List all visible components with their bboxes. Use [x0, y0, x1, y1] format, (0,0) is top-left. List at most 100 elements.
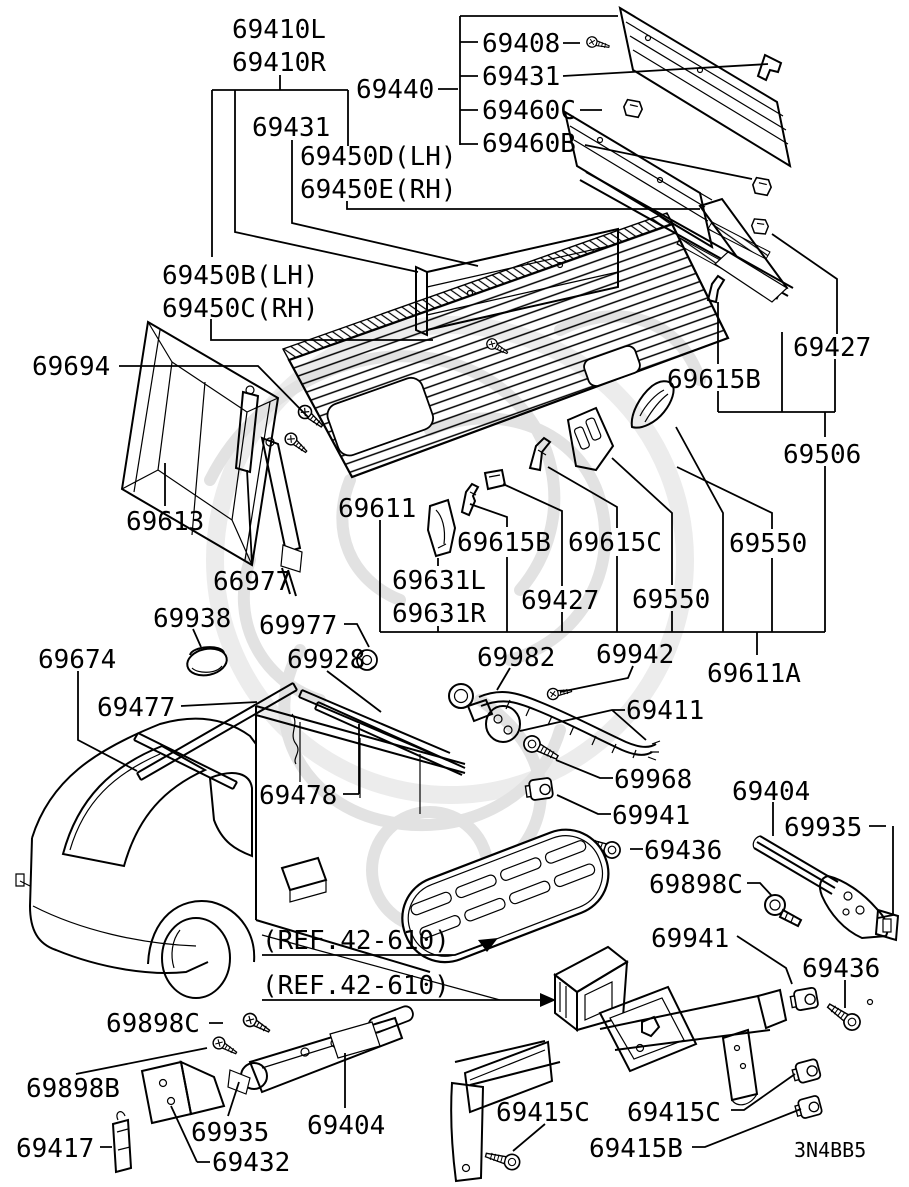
- hinge-bracket-assy: [140, 1060, 251, 1125]
- clip-icon-69460B: [749, 174, 774, 199]
- part-label-69611A: 69611A: [707, 659, 801, 689]
- tailgate-panel: [618, 5, 792, 169]
- part-label-69431-2: 69431: [482, 62, 560, 92]
- part-label-69631R: 69631R: [392, 599, 486, 629]
- harness-cable-outer: [478, 691, 657, 748]
- channel-bracket: [566, 406, 615, 472]
- part-label-69550-2: 69550: [632, 585, 710, 615]
- part-label-69674: 69674: [38, 645, 116, 675]
- bed-hook-leaf: [630, 380, 675, 429]
- part-label-69410L: 69410L: [232, 15, 326, 45]
- ref-note-2: (REF.42-610): [262, 971, 450, 1001]
- part-label-69898C: 69898C: [649, 870, 743, 900]
- drawing-code: 3N4BB5: [794, 1138, 866, 1162]
- part-label-69450B-LH: 69450B(LH): [162, 261, 319, 291]
- part-label-69427: 69427: [793, 333, 871, 363]
- part-label-69968: 69968: [614, 765, 692, 795]
- wheel-housing-cutout: [326, 376, 435, 457]
- part-label-69460B: 69460B: [482, 129, 576, 159]
- part-label-69477: 69477: [97, 693, 175, 723]
- screw-icon-69942: [545, 684, 574, 702]
- bolt-icon-69415C: [483, 1146, 523, 1173]
- part-label-69450C-RH: 69450C(RH): [162, 294, 319, 324]
- license-plate-bracket: [598, 985, 698, 1073]
- part-label-69436-2: 69436: [802, 954, 880, 984]
- front-panel-frame: [120, 320, 280, 567]
- part-label-69415B: 69415B: [589, 1134, 683, 1164]
- license-lamp-harness: [448, 683, 661, 761]
- part-label-69450E-RH: 69450E(RH): [300, 175, 457, 205]
- mud-flap: [367, 1005, 554, 1183]
- part-label-69432: 69432: [212, 1148, 290, 1178]
- molding-strips: [133, 682, 466, 790]
- part-label-69935-2: 69935: [191, 1118, 269, 1148]
- ref-note-1: (REF.42-610): [262, 926, 450, 956]
- harness-cable-inner: [480, 700, 653, 756]
- part-label-69415C-2: 69415C: [627, 1098, 721, 1128]
- gate-stay-rods: [234, 385, 303, 597]
- part-label-69415C: 69415C: [496, 1098, 590, 1128]
- screw-icon-69694b: [282, 430, 311, 457]
- part-label-69615B: 69615B: [667, 365, 761, 395]
- part-label-69898C-2: 69898C: [106, 1009, 200, 1039]
- part-label-69460C: 69460C: [482, 96, 576, 126]
- bed-hook-v: [528, 436, 552, 472]
- tailgate-latch-lever: [240, 1016, 404, 1094]
- part-label-69982: 69982: [477, 643, 555, 673]
- floor-cutout: [583, 345, 641, 387]
- rear-frame: [454, 988, 874, 1106]
- tailgate-inner-panel: [563, 109, 714, 250]
- part-label-69417: 69417: [16, 1134, 94, 1164]
- part-label-69928: 69928: [287, 645, 365, 675]
- leader-lines: [75, 15, 894, 1163]
- gate-latch-icon: [756, 53, 783, 82]
- gate-stay-pillar: [698, 197, 789, 303]
- part-label-66977: 66977: [213, 567, 291, 597]
- part-label-69694: 69694: [32, 352, 110, 382]
- screw-icon-69408: [584, 34, 611, 53]
- part-label-69411: 69411: [626, 696, 704, 726]
- truck-cab: [15, 717, 257, 999]
- clip-icon-69427: [749, 216, 771, 237]
- end-cap-69417: [111, 1111, 133, 1174]
- cap-69938: [186, 646, 228, 677]
- part-label-69941-2: 69941: [651, 924, 729, 954]
- step-plate: [401, 828, 610, 964]
- part-label-69977: 69977: [259, 611, 337, 641]
- part-label-69615B-2: 69615B: [457, 528, 551, 558]
- part-label-69431: 69431: [252, 113, 330, 143]
- part-label-69506: 69506: [783, 440, 861, 470]
- bed-front-board: [415, 227, 619, 358]
- bed-floor: [281, 212, 730, 479]
- part-label-69938: 69938: [153, 604, 231, 634]
- part-label-69613: 69613: [126, 507, 204, 537]
- screw-icon-69898C-a: [240, 1010, 274, 1038]
- part-label-69550: 69550: [729, 529, 807, 559]
- part-label-69941: 69941: [612, 801, 690, 831]
- part-label-69408: 69408: [482, 29, 560, 59]
- bolt-icon-69436-2: [823, 998, 865, 1035]
- part-label-69898B: 69898B: [26, 1074, 120, 1104]
- part-label-69410R: 69410R: [232, 48, 326, 78]
- rear-gate-latch-right: [752, 835, 900, 942]
- part-label-69942: 69942: [596, 640, 674, 670]
- part-label-69440: 69440: [356, 75, 434, 105]
- part-label-69450D-LH: 69450D(LH): [300, 142, 457, 172]
- washer-screw-69898C-right: [764, 894, 803, 928]
- clamp-icon-69415B: [792, 1094, 824, 1121]
- part-label-69404-2: 69404: [307, 1111, 385, 1141]
- part-label-69404: 69404: [732, 777, 810, 807]
- part-label-69478: 69478: [259, 781, 337, 811]
- square-clip: [483, 468, 507, 491]
- striker-plate: [426, 498, 457, 558]
- part-labels: 69410L 69410R 69440 69431 69450D(LH) 694…: [16, 15, 880, 1178]
- screw-icon-69898C-b: [210, 1034, 240, 1059]
- part-label-69615C: 69615C: [568, 528, 662, 558]
- part-label-69935: 69935: [784, 813, 862, 843]
- bed-frame: [255, 705, 501, 1001]
- part-label-69436: 69436: [644, 836, 722, 866]
- clamp-icon-69415C-2: [790, 1057, 823, 1086]
- clamp-icon-69941-2: [788, 986, 820, 1013]
